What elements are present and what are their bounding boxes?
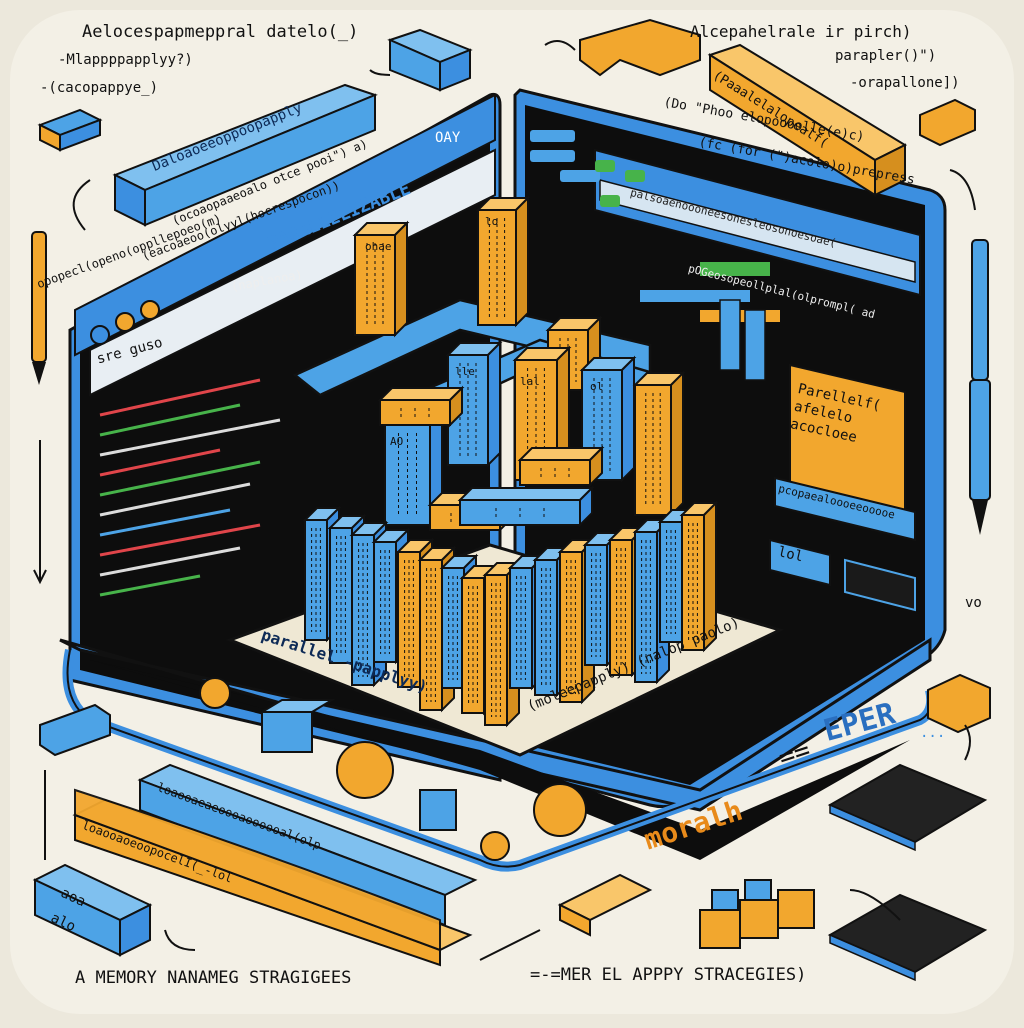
top-left-tool-icon: [37, 108, 103, 152]
top-left-label-3: -(cacopappye_): [40, 80, 159, 96]
top-left-label-1: Aelocespapmeppral datelo(_): [82, 22, 359, 42]
bottom-right-grid-pad-2: [827, 893, 988, 982]
top-right-orange-icon: [919, 98, 976, 147]
tower-bar-3: [517, 445, 605, 488]
left-code-lines: [99, 378, 281, 597]
tower-label-5: ol: [590, 380, 603, 393]
left-window-address: OAY: [435, 130, 461, 146]
top-right-label-1: Alcepahelrale ir pirch): [690, 22, 912, 41]
tower-label-1: ohae: [365, 240, 392, 253]
caption-right: =-=MER EL APPPY STRACEGIES): [530, 965, 807, 985]
top-left-blue-banner: [112, 83, 378, 227]
left-window-address-bar: [89, 148, 496, 397]
top-blue-block: [387, 28, 473, 92]
tower-book-17: [679, 500, 719, 653]
tower-block-back-1: [352, 220, 410, 338]
blue-cube-small-1: [258, 699, 336, 753]
flow-arrows: [33, 40, 976, 961]
tower-label-3: lle: [455, 365, 475, 378]
tower-label-2: lo: [485, 215, 498, 228]
bottom-left-orange-bar: [72, 788, 473, 967]
orange-ball-1: [199, 677, 231, 709]
tower-label-4: lal: [520, 375, 540, 388]
bottom-center-orange-blocks: [557, 873, 815, 949]
blue-cube-small-2: [419, 789, 457, 831]
tower-book-1: [302, 505, 342, 643]
orange-ball-4: [480, 831, 510, 861]
bottom-right-grid-pad-1: [827, 763, 988, 852]
top-right-label-2: parapler()"): [835, 48, 937, 64]
right-pen-icon: [969, 239, 991, 535]
tower-bar-1: [377, 385, 465, 428]
window-dot-blue: [90, 325, 110, 345]
right-window-address-bar: [599, 179, 916, 283]
window-dot-orange-2: [140, 300, 160, 320]
bottom-left-blue-block: [32, 863, 153, 957]
side-mark: vo: [965, 595, 982, 611]
top-right-label-3: -orapallone]): [850, 75, 960, 91]
tower-block-mid-5: [632, 370, 686, 518]
window-dot-orange-1: [115, 312, 135, 332]
top-right-orange-banner: [707, 43, 908, 197]
caption-left: A MEMORY NANAMEG STRAGIGEES: [75, 968, 352, 988]
right-blue-bar: [774, 476, 916, 542]
top-orange-bracket: [579, 18, 701, 77]
tower-block-back-2: [475, 195, 531, 328]
tower-bar-4: [457, 485, 595, 528]
tower-label-6: AO: [390, 435, 403, 448]
right-orange-cube: [927, 673, 991, 734]
orange-ball-3: [533, 783, 587, 837]
left-pen-icon: [31, 231, 47, 385]
orange-ball-2: [336, 741, 394, 799]
left-window-title-bar: [74, 93, 496, 357]
bottom-dots: ...: [920, 725, 946, 741]
left-small-blue-block: [39, 703, 111, 757]
top-left-label-2: -Mlappppapplyy?): [58, 52, 193, 68]
right-blue-tag: [769, 538, 831, 587]
